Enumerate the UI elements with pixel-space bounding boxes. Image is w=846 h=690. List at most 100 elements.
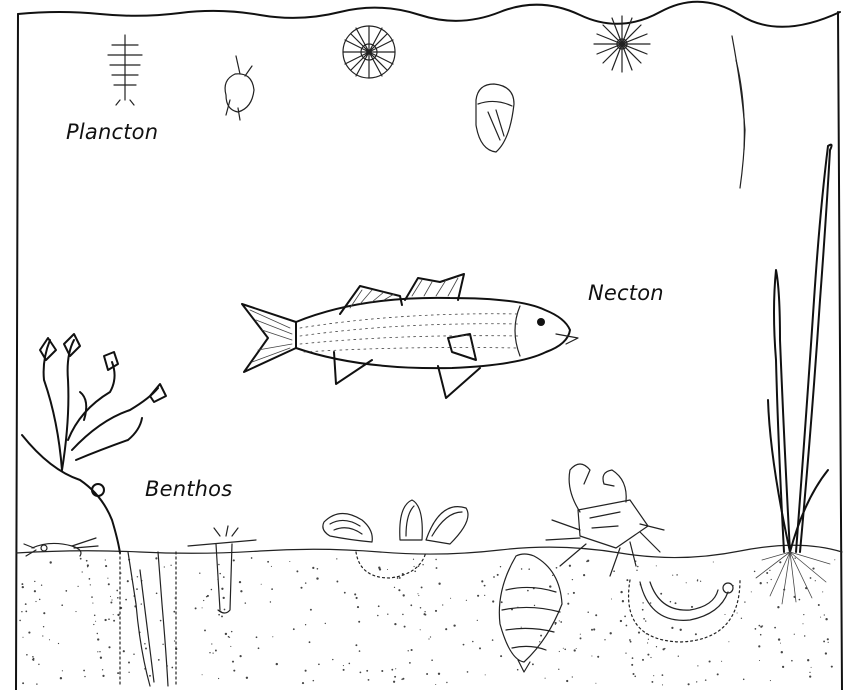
sediment-dot <box>759 625 761 627</box>
sediment-dot <box>316 577 318 579</box>
sediment-dot <box>435 559 436 560</box>
sediment-dot <box>39 599 41 601</box>
sediment-dot <box>563 648 564 649</box>
sediment-dot <box>65 590 67 592</box>
sediment-dot <box>360 672 362 674</box>
sediment-dot <box>445 628 447 630</box>
sediment-dot <box>741 618 742 619</box>
sediment-dot <box>558 669 559 670</box>
tube-worm-icon <box>188 526 256 613</box>
sediment-dot <box>803 614 804 615</box>
sediment-dot <box>751 591 752 592</box>
sediment-dot <box>271 566 272 567</box>
sediment-dot <box>25 611 27 613</box>
sediment-dot <box>25 603 27 605</box>
sediment-dot <box>267 561 269 563</box>
sediment-dot <box>828 642 829 643</box>
sediment-dot <box>554 622 556 624</box>
sediment-dot <box>354 593 356 595</box>
sediment-dot <box>656 565 657 566</box>
sediment-dot <box>355 644 357 646</box>
sediment-dot <box>36 683 37 684</box>
sediment-dot <box>688 683 690 685</box>
sediment-dot <box>825 652 827 654</box>
sediment-dot <box>317 568 319 570</box>
sediment-dot <box>128 662 130 664</box>
sediment-dot <box>421 586 423 588</box>
sediment-dot <box>336 558 337 559</box>
sediment-dot <box>630 641 632 643</box>
sediment-dot <box>401 679 402 680</box>
sediment-dot <box>631 664 633 666</box>
seaweed-left-icon <box>22 334 166 553</box>
sediment-dot <box>162 644 163 645</box>
sediment-dot <box>240 655 242 657</box>
sediment-dot <box>428 638 429 639</box>
sediment-dot <box>697 580 698 581</box>
sediment-dot <box>224 609 226 611</box>
sediment-dot <box>642 659 644 661</box>
shrimp-icon <box>24 538 98 556</box>
sediment-dot <box>394 623 396 625</box>
sediment-dot <box>34 590 36 592</box>
sediment-dot <box>822 591 823 592</box>
sediment-dot <box>381 670 383 672</box>
sediment-dot <box>155 557 157 559</box>
sediment-dot <box>90 584 91 585</box>
sediment-dot <box>414 570 416 572</box>
plankton-diatom-disc-icon <box>343 26 395 78</box>
sediment-dot <box>583 574 585 576</box>
sediment-dot <box>97 633 98 634</box>
sediment-dot <box>289 561 290 562</box>
sediment-dot <box>799 599 801 601</box>
sediment-dot <box>481 580 483 582</box>
sediment-dot <box>624 616 626 618</box>
sediment-dot <box>436 567 438 569</box>
sediment-dot <box>218 678 219 679</box>
sediment-dot <box>815 580 816 581</box>
sediment-dot <box>113 614 114 615</box>
sediment-dot <box>811 667 812 668</box>
sediment-dot <box>591 629 593 631</box>
sediment-dot <box>202 674 203 675</box>
sediment-dot <box>780 643 781 644</box>
necton-label: Necton <box>588 281 664 305</box>
sediment-dot <box>232 661 234 663</box>
sediment-dot <box>629 639 631 641</box>
sediment-dot <box>823 640 825 642</box>
sediment-dot <box>97 651 98 652</box>
sediment-dot <box>818 604 820 606</box>
sediment-dot <box>211 589 213 591</box>
sediment-dot <box>620 591 622 593</box>
sediment-dot <box>724 614 725 615</box>
sediment-dot <box>650 602 652 604</box>
sediment-dot <box>223 597 225 599</box>
sediment-dot <box>145 648 147 650</box>
sediment-dot <box>438 583 440 585</box>
seagrass-right-icon <box>768 145 832 552</box>
sediment-dot <box>22 586 24 588</box>
sediment-dot <box>62 670 63 671</box>
sediment-dot <box>404 626 406 628</box>
sediment-dot <box>318 663 320 665</box>
sediment-dot <box>559 651 560 652</box>
sediment-dot <box>38 664 39 665</box>
sediment-dot <box>743 679 745 681</box>
sediment-dot <box>113 620 115 622</box>
sediment-dot <box>500 655 502 657</box>
sediment-dot <box>528 568 530 570</box>
sediment-dot <box>19 620 21 622</box>
sediment-dot <box>493 576 495 578</box>
sediment-dot <box>477 595 479 597</box>
sediment-dot <box>501 601 503 603</box>
sediment-dot <box>633 673 635 675</box>
sediment-dot <box>49 639 50 640</box>
sediment-dot <box>695 633 697 635</box>
sediment-dot <box>357 606 359 608</box>
sediment-dot <box>484 585 486 587</box>
sediment-dot <box>221 588 223 590</box>
sediment-dot <box>446 682 447 683</box>
sediment-dot <box>313 680 315 682</box>
sediment-dot <box>84 676 85 677</box>
